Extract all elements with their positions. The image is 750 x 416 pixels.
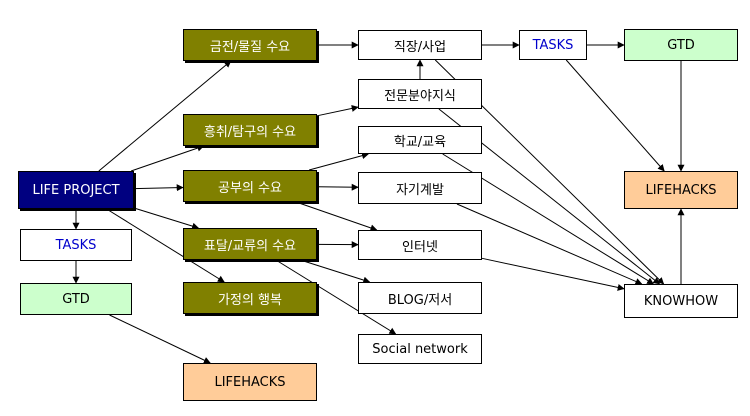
edge-life_project-to-study — [133, 184, 184, 192]
node-expression-demand: 표달/교류의 수요 — [183, 228, 317, 260]
edge-tasks_top-to-lifehacks_right — [565, 59, 665, 172]
node-family-happiness: 가정의 행복 — [183, 282, 317, 314]
edge-study-to-school — [308, 152, 369, 171]
node-gtd-top: GTD — [624, 29, 738, 61]
node-tasks-left: TASKS — [20, 229, 132, 261]
node-tasks-top: TASKS — [519, 30, 587, 60]
node-lifehacks-right: LIFEHACKS — [624, 171, 738, 209]
edge-life_project-to-curiosity — [130, 144, 205, 172]
edge-selfdev-to-knowhow — [456, 203, 643, 285]
node-school: 학교/교육 — [358, 126, 482, 154]
node-money-demand: 금전/물질 수요 — [183, 29, 317, 61]
edge-expression-to-blog — [300, 259, 371, 284]
edge-curiosity-to-expert — [316, 105, 359, 117]
node-gtd-left: GTD — [20, 283, 132, 315]
node-blog: BLOG/저서 — [358, 282, 482, 314]
node-job: 직장/사업 — [358, 30, 482, 60]
node-study-demand: 공부의 수요 — [183, 170, 317, 202]
edge-gtd_left-to-lifehacks_bottom — [109, 314, 211, 364]
node-knowhow: KNOWHOW — [624, 284, 738, 318]
edge-study-to-internet — [295, 201, 378, 232]
edge-life_project-to-money — [98, 60, 232, 172]
node-social-network: Social network — [358, 334, 482, 364]
edge-internet-to-knowhow — [481, 257, 625, 291]
node-curiosity-demand: 흥취/탐구의 수요 — [183, 114, 317, 146]
node-life-project: LIFE PROJECT — [18, 171, 134, 209]
edge-life_project-to-expression — [133, 207, 200, 230]
edge-expression-to-social — [275, 259, 397, 335]
node-lifehacks-bottom: LIFEHACKS — [183, 363, 317, 401]
node-self-development: 자기계발 — [358, 172, 482, 204]
edge-life_project-to-family — [106, 208, 225, 283]
node-internet: 인터넷 — [358, 230, 482, 260]
node-expert-knowledge: 전문분야지식 — [358, 79, 482, 109]
